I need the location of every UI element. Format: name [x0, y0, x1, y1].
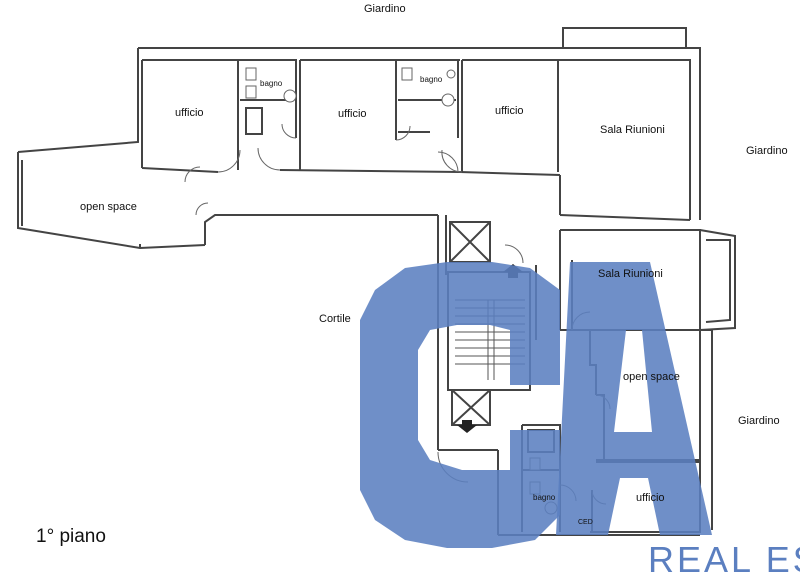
room-labels: Giardino Giardino Giardino Cortile uffic… [80, 3, 788, 526]
wc-icon [245, 85, 257, 99]
wc-icon [245, 67, 257, 81]
watermark-brand-text: REAL ES [648, 539, 800, 580]
arrow-down-icon [457, 420, 477, 433]
open-space-1-label: open space [80, 201, 137, 213]
ufficio-4-label: ufficio [636, 492, 665, 504]
ced-label: CED [578, 519, 593, 526]
watermark-letter-a [556, 262, 712, 535]
sink-icon [283, 89, 297, 103]
sala-riunioni-1-label: Sala Riunioni [600, 124, 665, 136]
sink-icon [441, 93, 455, 107]
giardino-right-bottom-label: Giardino [738, 415, 780, 427]
watermark-letter-c [360, 262, 560, 548]
bagno-2-label: bagno [420, 75, 443, 84]
ufficio-3-label: ufficio [495, 105, 524, 117]
bagno-3-label: bagno [533, 493, 556, 502]
bagno-1-label: bagno [260, 79, 283, 88]
giardino-top-label: Giardino [364, 3, 406, 15]
wc-icon [401, 67, 413, 81]
sala-riunioni-2-label: Sala Riunioni [598, 268, 663, 280]
cortile-label: Cortile [319, 313, 351, 325]
ufficio-1-label: ufficio [175, 107, 204, 119]
giardino-right-top-label: Giardino [746, 145, 788, 157]
sink-icon [446, 69, 456, 79]
floor-level-label: 1° piano [36, 526, 106, 547]
ufficio-2-label: ufficio [338, 108, 367, 120]
watermark-logo [360, 262, 712, 548]
open-space-2-label: open space [623, 371, 680, 383]
